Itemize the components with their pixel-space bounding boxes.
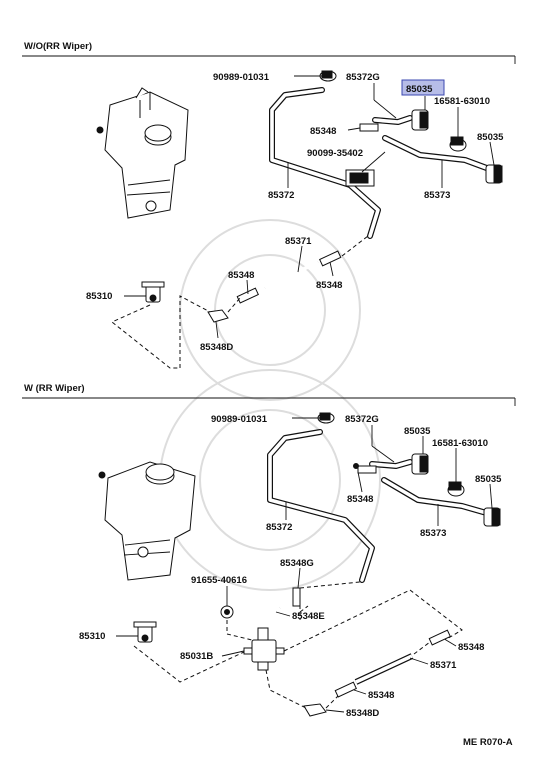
grommet-16581 xyxy=(449,136,467,152)
elbow-85348D xyxy=(207,309,229,323)
leader xyxy=(489,483,493,509)
label-85348E[interactable]: 85348E xyxy=(292,611,325,622)
hose-85372 xyxy=(269,87,381,239)
dashed-line-elbow xyxy=(227,297,241,313)
hose-85372 xyxy=(267,429,375,583)
nozzle-85035-top xyxy=(411,453,429,475)
label-85372[interactable]: 85372 xyxy=(268,190,294,201)
joint-85348-top xyxy=(353,463,377,474)
nozzle-85035-right xyxy=(485,164,503,184)
highlight-box[interactable] xyxy=(401,79,445,96)
label-85348D[interactable]: 85348D xyxy=(346,708,379,719)
dashed-line-elbow xyxy=(325,695,339,709)
label-85373[interactable]: 85373 xyxy=(424,190,450,201)
label-91655-40616[interactable]: 91655-40616 xyxy=(191,575,247,586)
label-90989-01031[interactable]: 90989-01031 xyxy=(213,72,270,83)
dashed-line-85348G xyxy=(299,605,309,620)
nozzle-85035-top xyxy=(411,109,429,131)
clip-90099 xyxy=(345,169,375,187)
label-85373[interactable]: 85373 xyxy=(420,528,446,539)
nozzle-85035-right xyxy=(483,507,501,527)
grommet-16581 xyxy=(447,481,465,497)
pipe-85371 xyxy=(354,653,414,685)
joint-85348G xyxy=(292,587,301,607)
leader xyxy=(221,650,245,657)
joint-85348-lower xyxy=(334,681,357,698)
leader xyxy=(373,99,397,119)
leader xyxy=(325,709,345,713)
dashed-line-hose xyxy=(299,581,361,589)
joint-85348-top xyxy=(359,123,379,132)
label-85348-right[interactable]: 85348 xyxy=(316,280,342,291)
label-85348-top[interactable]: 85348 xyxy=(310,126,336,137)
label-85372G[interactable]: 85372G xyxy=(345,414,379,425)
plug-91655 xyxy=(220,605,234,619)
label-16581-63010[interactable]: 16581-63010 xyxy=(432,438,488,449)
figure-code: ME R070-A xyxy=(463,737,513,748)
leader xyxy=(353,689,367,695)
dashed-line-joint xyxy=(413,641,431,655)
leader xyxy=(215,321,219,339)
label-85371[interactable]: 85371 xyxy=(285,236,312,247)
dashed-line-lower xyxy=(265,669,307,709)
leader xyxy=(246,279,249,295)
label-90989-01031[interactable]: 90989-01031 xyxy=(211,414,268,425)
clip-90989 xyxy=(317,412,335,424)
label-85348D[interactable]: 85348D xyxy=(200,342,233,353)
label-85310[interactable]: 85310 xyxy=(86,291,112,302)
label-16581-63010[interactable]: 16581-63010 xyxy=(434,96,490,107)
dashed-line-plug xyxy=(226,620,253,641)
joint-85348-right xyxy=(428,629,451,646)
elbow-85348E xyxy=(263,607,281,633)
joint-85348-right xyxy=(319,250,342,267)
label-85348-top[interactable]: 85348 xyxy=(347,494,373,505)
hose-85373 xyxy=(369,459,493,517)
label-85348-left[interactable]: 85348 xyxy=(228,270,254,281)
leader xyxy=(275,611,291,617)
leader xyxy=(445,639,457,647)
label-85031B[interactable]: 85031B xyxy=(180,651,213,662)
label-85348G[interactable]: 85348G xyxy=(280,558,314,569)
leader xyxy=(297,567,301,589)
washer-tank xyxy=(98,461,196,581)
label-85371[interactable]: 85371 xyxy=(430,660,457,671)
label-85310[interactable]: 85310 xyxy=(79,631,105,642)
label-85348-right[interactable]: 85348 xyxy=(458,642,484,653)
leader xyxy=(489,141,495,166)
leader xyxy=(361,151,386,173)
label-85372G[interactable]: 85372G xyxy=(346,72,380,83)
pipe-85371 xyxy=(264,260,319,290)
label-85348-lower[interactable]: 85348 xyxy=(368,690,394,701)
leader xyxy=(297,245,303,273)
section-title: W/O(RR Wiper) xyxy=(24,41,92,52)
label-85372[interactable]: 85372 xyxy=(266,522,292,533)
dashed-line-pump xyxy=(133,645,245,683)
label-85035-right[interactable]: 85035 xyxy=(477,132,504,143)
hose-85373 xyxy=(372,115,495,173)
label-90099-35402[interactable]: 90099-35402 xyxy=(307,148,363,159)
leader xyxy=(371,445,395,463)
section-with-rear-wiper: W (RR Wiper) xyxy=(22,383,516,719)
leader xyxy=(347,127,361,131)
section-title: W (RR Wiper) xyxy=(24,383,85,394)
dashed-line-pump xyxy=(111,295,211,369)
pump-85310 xyxy=(133,621,157,643)
valve-85031B xyxy=(243,627,285,671)
clip-90989 xyxy=(319,70,337,82)
washer-tank xyxy=(96,87,189,219)
watermark-emblem xyxy=(159,219,381,591)
label-85035-highlighted[interactable]: 85035 xyxy=(406,84,433,95)
label-85035-top[interactable]: 85035 xyxy=(404,426,431,437)
leader xyxy=(409,657,429,665)
dashed-line-hose xyxy=(341,235,369,257)
leader xyxy=(357,471,363,493)
leader xyxy=(329,261,334,277)
section-without-rear-wiper: W/O(RR Wiper) xyxy=(22,41,516,369)
elbow-85348D xyxy=(303,703,327,717)
label-85035-right[interactable]: 85035 xyxy=(475,474,502,485)
pump-85310 xyxy=(141,281,165,303)
